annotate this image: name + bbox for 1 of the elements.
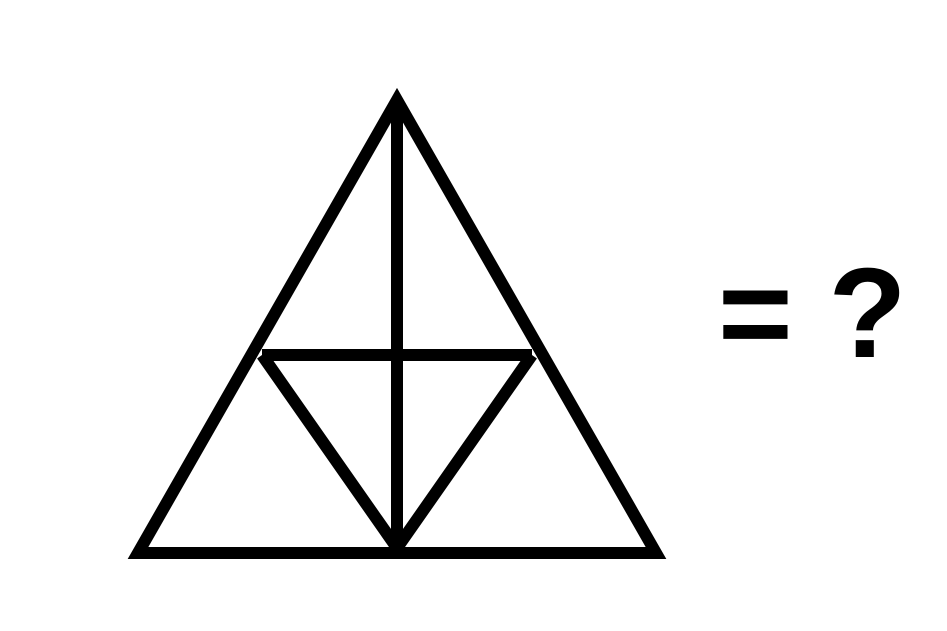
puzzle-question: = ? (718, 250, 906, 378)
